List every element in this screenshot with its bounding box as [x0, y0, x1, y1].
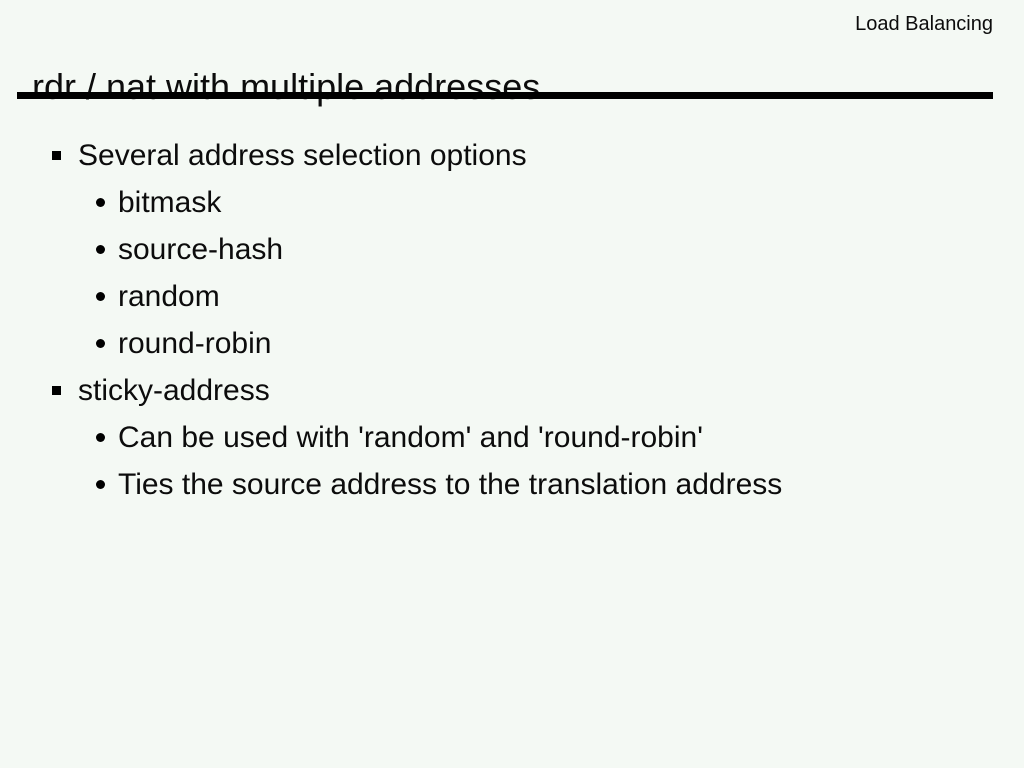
square-bullet-icon — [52, 151, 61, 160]
list-item: source-hash — [0, 226, 1024, 273]
list-item: bitmask — [0, 179, 1024, 226]
list-item: random — [0, 273, 1024, 320]
list-item: Ties the source address to the translati… — [0, 461, 1024, 508]
list-item-text: round-robin — [118, 326, 272, 360]
list-item: Several address selection options — [0, 132, 1024, 179]
list-item-text: bitmask — [118, 185, 222, 219]
list-item: round-robin — [0, 320, 1024, 367]
title-divider-rule — [17, 92, 993, 99]
list-item: sticky-address — [0, 367, 1024, 414]
list-item-text: random — [118, 279, 220, 313]
list-item-text: sticky-address — [78, 373, 270, 407]
bullet-list: Several address selection options bitmas… — [0, 132, 1024, 508]
dot-bullet-icon — [96, 339, 105, 348]
list-item-text: Can be used with 'random' and 'round-rob… — [118, 420, 703, 454]
dot-bullet-icon — [96, 433, 105, 442]
slide-title: rdr / nat with multiple addresses — [32, 66, 541, 108]
slide-section-label: Load Balancing — [855, 13, 993, 35]
list-item-text: Ties the source address to the translati… — [118, 467, 783, 501]
square-bullet-icon — [52, 386, 61, 395]
dot-bullet-icon — [96, 292, 105, 301]
list-item-text: Several address selection options — [78, 138, 527, 172]
dot-bullet-icon — [96, 480, 105, 489]
list-item-text: source-hash — [118, 232, 284, 266]
dot-bullet-icon — [96, 198, 105, 207]
list-item: Can be used with 'random' and 'round-rob… — [0, 414, 1024, 461]
dot-bullet-icon — [96, 245, 105, 254]
